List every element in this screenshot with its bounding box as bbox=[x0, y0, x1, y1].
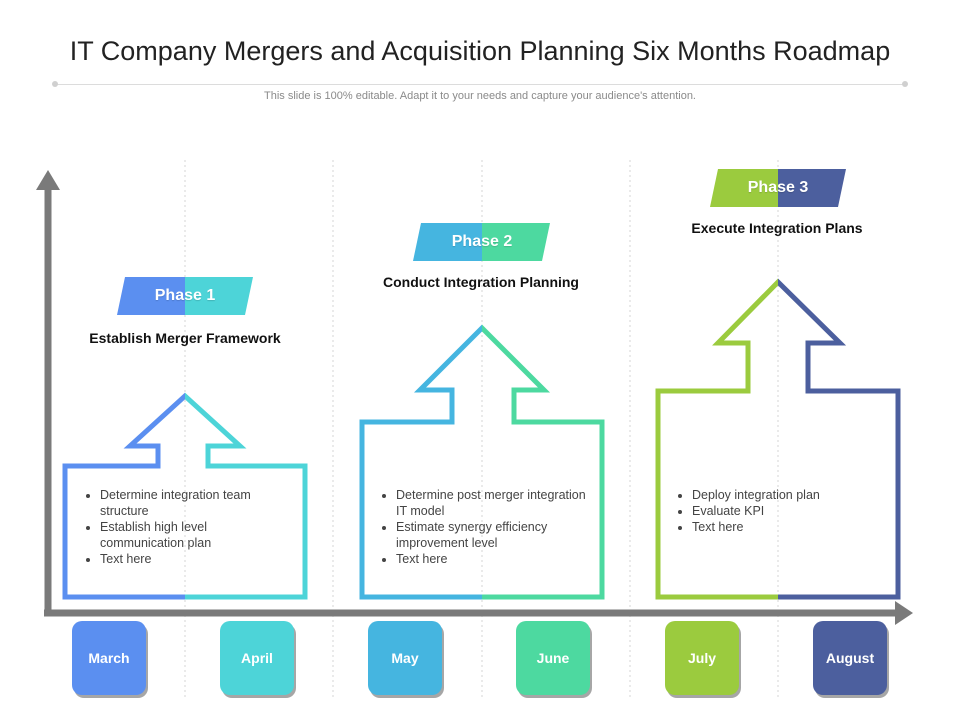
divider-dot-right bbox=[902, 81, 908, 87]
list-item: Text here bbox=[692, 519, 882, 535]
month-tile-march: March bbox=[72, 621, 146, 695]
list-item: Determine integration team structure bbox=[100, 487, 290, 519]
phase2-arrow-outline bbox=[359, 324, 605, 600]
phase1-heading: Establish Merger Framework bbox=[89, 330, 281, 346]
phase3-label: Phase 3 bbox=[747, 179, 809, 196]
month-tile-may: May bbox=[368, 621, 442, 695]
phase1-arrow-outline bbox=[62, 392, 308, 600]
vertical-axis-arrowhead bbox=[36, 170, 60, 190]
list-item: Text here bbox=[100, 551, 290, 567]
timeline-axes bbox=[36, 170, 913, 625]
phase2-label-shape bbox=[413, 223, 550, 261]
phase3-bullet-list: Deploy integration plan Evaluate KPI Tex… bbox=[674, 487, 882, 535]
slide-subtitle: This slide is 100% editable. Adapt it to… bbox=[264, 90, 696, 102]
phase2-heading: Conduct Integration Planning bbox=[383, 274, 579, 290]
list-item: Deploy integration plan bbox=[692, 487, 882, 503]
phase2-label: Phase 2 bbox=[451, 233, 513, 250]
month-tile-april: April bbox=[220, 621, 294, 695]
month-tile-august: August bbox=[813, 621, 887, 695]
phase2-bullet-list: Determine post merger integration IT mod… bbox=[378, 487, 586, 567]
list-item: Text here bbox=[396, 551, 586, 567]
phase1-bullet-list: Determine integration team structure Est… bbox=[82, 487, 290, 567]
divider-dot-left bbox=[52, 81, 58, 87]
title-divider bbox=[55, 84, 905, 85]
phase1-label-shape bbox=[117, 277, 253, 315]
list-item: Determine post merger integration IT mod… bbox=[396, 487, 586, 519]
list-item: Estimate synergy efficiency improvement … bbox=[396, 519, 586, 551]
phase3-label-shape bbox=[710, 169, 846, 207]
list-item: Evaluate KPI bbox=[692, 503, 882, 519]
phase3-arrow-outline bbox=[655, 278, 901, 600]
phase1-label: Phase 1 bbox=[154, 287, 216, 304]
list-item: Establish high level communication plan bbox=[100, 519, 290, 551]
horizontal-axis-arrowhead bbox=[895, 601, 913, 625]
month-tile-july: July bbox=[665, 621, 739, 695]
month-tile-june: June bbox=[516, 621, 590, 695]
slide-title: IT Company Mergers and Acquisition Plann… bbox=[69, 36, 891, 66]
phase3-heading: Execute Integration Plans bbox=[691, 220, 863, 236]
